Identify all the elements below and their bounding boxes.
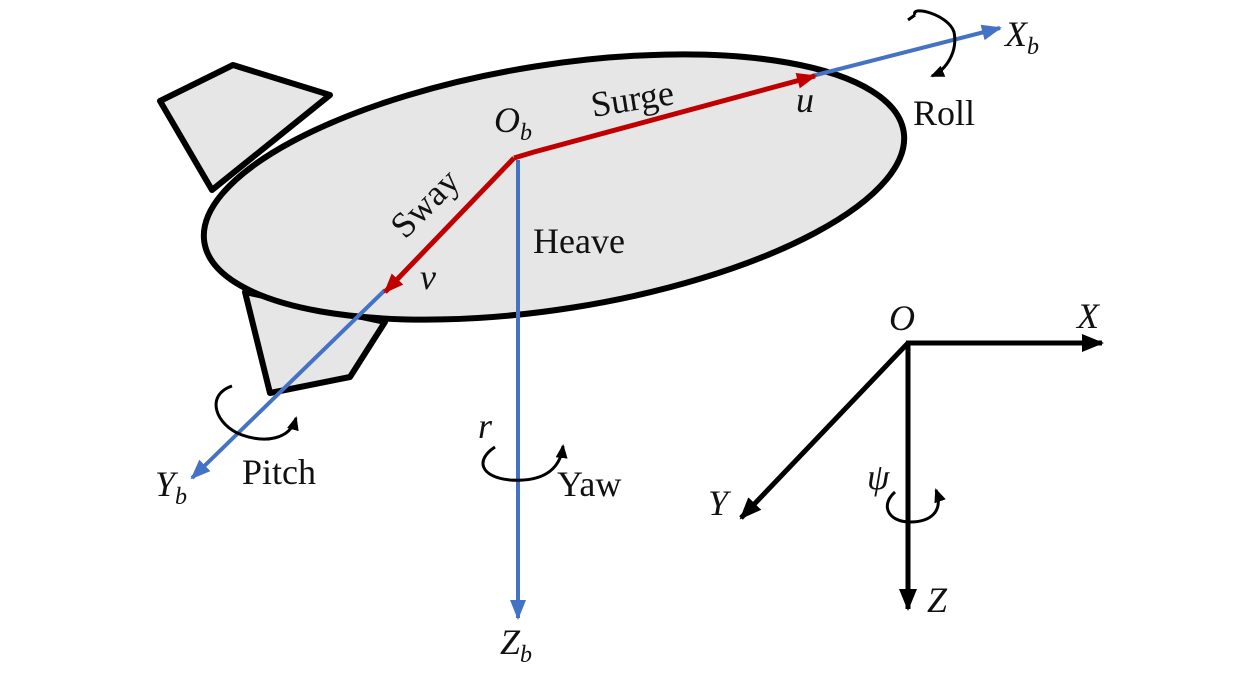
yb-label: Yb xyxy=(155,464,187,510)
upper-tail-fin xyxy=(157,62,333,193)
earth-z-label: Z xyxy=(927,580,948,620)
roll-label: Roll xyxy=(913,93,975,133)
earth-x-label: X xyxy=(1075,296,1101,336)
surge-vector xyxy=(513,72,817,161)
roll-rotation-arrow-tail xyxy=(907,13,916,22)
roll-rotation-arrow xyxy=(913,9,957,78)
yb-axis xyxy=(190,288,387,480)
origin-o-label: O xyxy=(889,298,915,338)
earth-y-axis xyxy=(739,341,910,520)
pitch-label: Pitch xyxy=(242,452,316,492)
zb-label: Zb xyxy=(500,622,532,668)
yaw-label: Yaw xyxy=(557,464,621,504)
pitch-rotation-arrow xyxy=(214,384,299,441)
r-label: r xyxy=(478,406,493,446)
u-label: u xyxy=(796,80,814,120)
ob-label: Ob xyxy=(494,100,532,146)
xb-label: Xb xyxy=(1003,14,1039,60)
v-label: v xyxy=(420,257,436,297)
xb-axis xyxy=(811,24,1002,78)
heave-label: Heave xyxy=(533,221,625,261)
sway-vector xyxy=(383,156,516,294)
psi-label: ψ xyxy=(867,457,890,497)
yaw-rotation-arrow xyxy=(481,444,568,482)
earth-y-label: Y xyxy=(708,483,732,523)
psi-rotation-arrow xyxy=(885,488,946,524)
airship-hull xyxy=(200,51,908,323)
